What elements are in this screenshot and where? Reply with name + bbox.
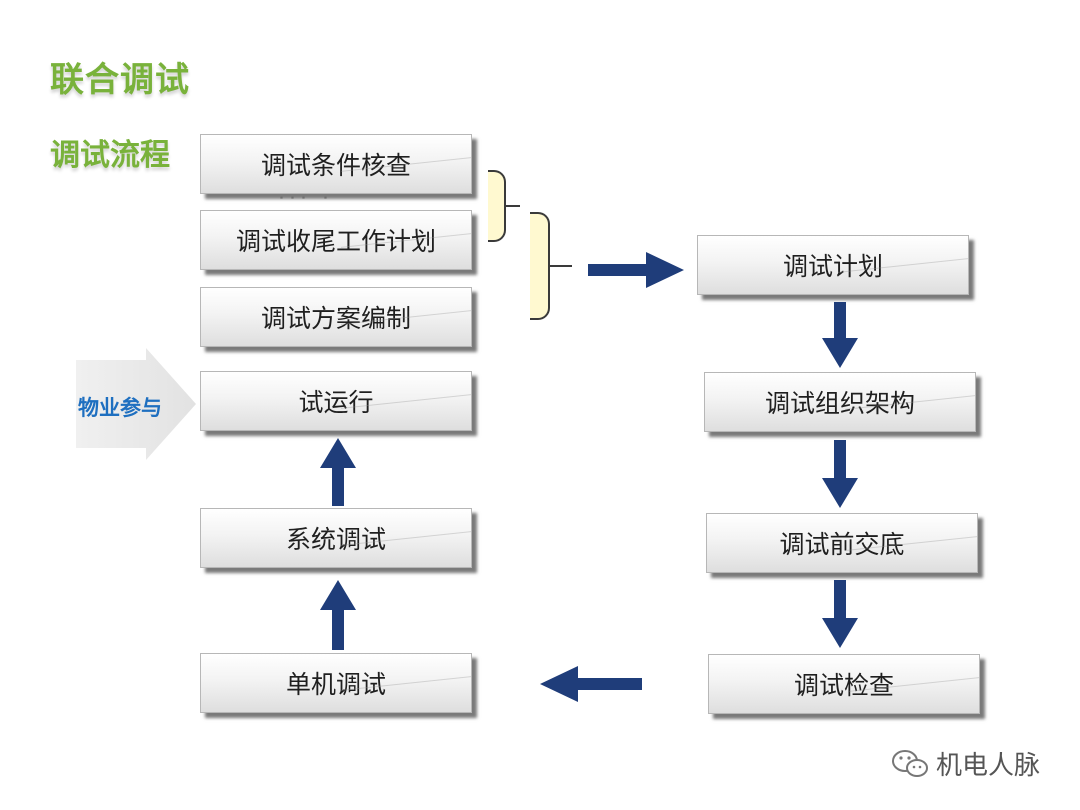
arrow-left-icon: [540, 666, 642, 702]
side-tag-label: 物业参与: [78, 396, 162, 420]
step-debug-organization: 调试组织架构: [704, 372, 976, 432]
step-debug-plan: 调试计划: [697, 235, 969, 295]
step-system-debug: 系统调试: [200, 508, 472, 568]
large-brace: [530, 212, 550, 320]
small-brace: [488, 170, 506, 242]
step-label: 调试条件核查: [260, 151, 411, 180]
step-condition-check: 调试条件核查: [200, 134, 472, 194]
step-unit-debug: 单机调试: [200, 653, 472, 713]
page-title: 联合调试: [50, 60, 190, 100]
arrow-down-icon: [822, 440, 858, 508]
step-label: 系统调试: [285, 525, 386, 554]
step-label: 调试检查: [793, 671, 894, 700]
step-label: 调试收尾工作计划: [235, 227, 436, 256]
wechat-icon: [892, 749, 928, 777]
arrow-down-icon: [822, 302, 858, 368]
chevron-arrow-icon: [76, 348, 196, 460]
watermark-text: 机电人脉: [936, 751, 1041, 781]
step-closeout-plan: 调试收尾工作计划: [200, 210, 472, 270]
step-label: 调试计划: [782, 252, 883, 281]
step-debug-inspection: 调试检查: [708, 654, 980, 714]
step-label: 试运行: [298, 388, 374, 417]
step-plan-compilation: 调试方案编制: [200, 287, 472, 347]
section-subtitle: 调试流程: [50, 138, 170, 173]
step-label: 调试方案编制: [260, 304, 411, 333]
step-trial-run: 试运行: [200, 371, 472, 431]
step-label: 调试组织架构: [764, 389, 915, 418]
arrow-up-icon: [320, 580, 356, 650]
small-brace-tip: [506, 205, 520, 207]
step-label: 调试前交底: [779, 530, 905, 559]
property-participation-tag: 物业参与: [76, 348, 196, 460]
arrow-up-icon: [320, 438, 356, 506]
step-label: 单机调试: [285, 670, 386, 699]
large-brace-tip: [550, 265, 572, 267]
arrow-down-icon: [822, 580, 858, 648]
watermark: 机电人脉: [890, 745, 1040, 782]
obscured-text-fragment: ··· ·: [278, 196, 333, 210]
arrow-right-icon: [588, 252, 684, 288]
step-pre-debug-briefing: 调试前交底: [706, 513, 978, 573]
